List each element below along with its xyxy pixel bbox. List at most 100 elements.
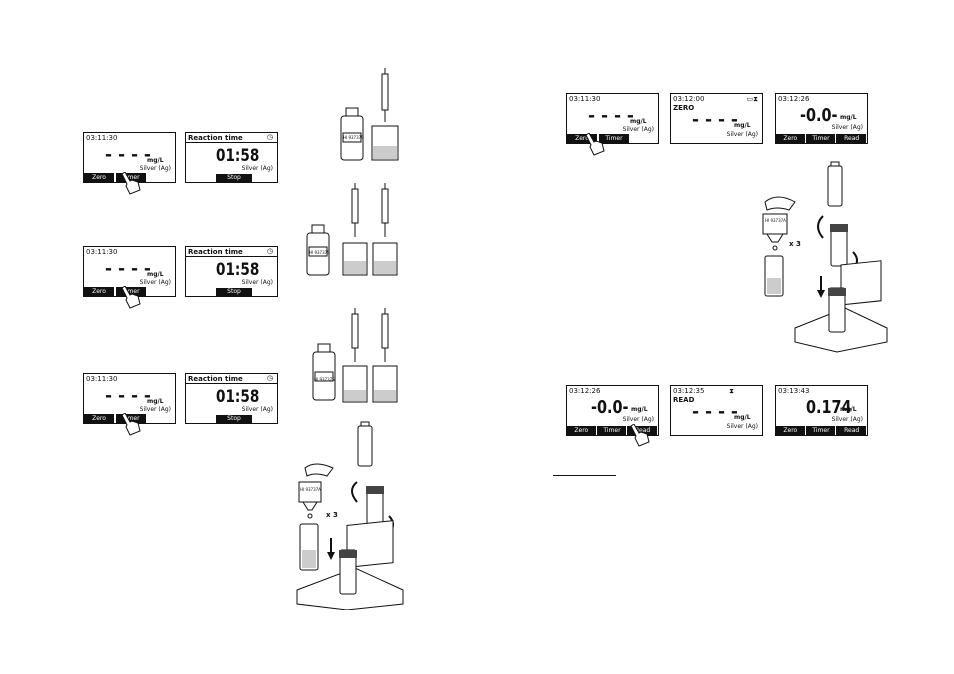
zero-softkey[interactable]: Zero [567,134,598,143]
timer-softkey[interactable]: Timer [116,173,147,182]
meter-screen-ready: 03:11:30 - - - - mg/L Silver (Ag) Zero T… [83,132,176,183]
stop-softkey[interactable]: Stop [216,288,252,296]
timer-softkey[interactable]: Timer [116,414,147,423]
hourglass-icon: ⧗ [729,387,734,395]
bottle-label: HI 93737S [343,135,364,140]
reagent-bottle-two-syringes-illustration [306,183,398,276]
unit-label: mg/L [840,114,857,121]
add-reagent-and-insert-cuvette-illustration [762,161,888,353]
timer-icon: ◷ [266,374,273,382]
zero-softkey[interactable]: Zero [776,426,806,435]
softkey-bar: Zero Timer [84,414,175,423]
times-three-label: x 3 [326,511,338,519]
softkey-bar: Zero Timer Read [776,426,867,435]
section-divider-line [553,475,616,476]
result-value: 0.174 [806,397,852,418]
timer-softkey[interactable]: Timer [116,287,147,296]
meter-screen-zeroed: 03:12:26 -0.0- mg/L Silver (Ag) Zero Tim… [566,385,659,436]
softkey-bar: Zero Timer Read [776,134,867,143]
unit-label: mg/L [147,398,164,405]
unit-label: mg/L [630,118,647,125]
unit-label: mg/L [734,122,751,129]
unit-label: mg/L [631,406,648,413]
title-divider [186,256,277,257]
reaction-time-screen: Reaction time ◷ 01:58 Silver (Ag) Stop [185,132,278,183]
reading-dashes: - - - - [105,259,151,279]
timer-icon: ◷ [266,247,273,255]
bottle-label: HI 93737S [309,250,330,255]
pointing-hand-icon [121,286,141,309]
screen-title: Reaction time [188,134,243,142]
analyte-label: Silver (Ag) [139,279,171,286]
stop-softkey[interactable]: Stop [216,415,252,423]
reagent-bottle-syringe-beaker-illustration [340,68,399,161]
softkey-bar: Zero Timer Read [567,426,658,435]
reagent-bottle-two-syringes-illustration [312,308,398,403]
zero-softkey[interactable]: Zero [84,287,115,296]
status-label: ZERO [673,104,695,112]
read-softkey[interactable]: Read [628,426,658,435]
countdown-value: 01:58 [216,387,260,407]
status-label: READ [673,396,695,404]
meter-screen-result: 03:13:43 0.174 mg/L Silver (Ag) Zero Tim… [775,385,868,436]
zero-softkey[interactable]: Zero [84,414,115,423]
read-softkey[interactable]: Read [837,134,867,143]
zero-softkey[interactable]: Zero [567,426,597,435]
pointing-hand-icon [585,133,605,156]
timer-softkey[interactable]: Timer [807,134,837,143]
clock: 03:11:30 [86,375,118,383]
clock: 03:11:30 [569,95,601,103]
reading-dashes: - - - - [588,106,634,126]
analyte-label: Silver (Ag) [241,406,273,413]
zero-softkey[interactable]: Zero [776,134,806,143]
reading-dashes: - - - - [105,386,151,406]
reading-dashes: - - - - [692,110,738,130]
reaction-time-screen: Reaction time ◷ 01:58 Silver (Ag) Stop [185,246,278,297]
countdown-value: 01:58 [216,260,260,280]
unit-label: mg/L [840,406,857,413]
cuvette-label: HI 93737A [765,218,786,223]
reading-dashes: - - - - [692,402,738,422]
analyte-label: Silver (Ag) [241,165,273,172]
timer-softkey[interactable]: Timer [807,426,837,435]
unit-label: mg/L [147,157,164,164]
screen-title: Reaction time [188,375,243,383]
analyte-label: Silver (Ag) [726,423,758,430]
analyte-label: Silver (Ag) [139,406,171,413]
reaction-time-screen: Reaction time ◷ 01:58 Silver (Ag) Stop [185,373,278,424]
screen-title: Reaction time [188,248,243,256]
meter-screen-zeroing: 03:12:00 ▭⧗ ZERO - - - - mg/L Silver (Ag… [670,93,763,144]
clock: 03:11:30 [86,134,118,142]
analyte-label: Silver (Ag) [726,131,758,138]
analyte-label: Silver (Ag) [831,416,863,423]
softkey-bar: Zero Timer [84,173,175,182]
pointing-hand-icon [121,413,141,436]
zero-softkey[interactable]: Zero [84,173,115,182]
meter-screen-reading: 03:12:35 ⧗ READ - - - - mg/L Silver (Ag) [670,385,763,436]
zero-value: -0.0- [591,397,629,418]
softkey-bar: Zero Timer [567,134,658,143]
zero-value: -0.0- [800,105,838,126]
bottle-label: HI 93737S [314,377,335,382]
unit-label: mg/L [734,414,751,421]
title-divider [186,383,277,384]
reading-dashes: - - - - [105,145,151,165]
clock: 03:12:35 [673,387,705,395]
analyte-label: Silver (Ag) [139,165,171,172]
read-softkey[interactable]: Read [837,426,867,435]
stop-softkey[interactable]: Stop [216,174,252,182]
clock: 03:11:30 [86,248,118,256]
analyte-label: Silver (Ag) [831,124,863,131]
meter-screen-ready: 03:11:30 - - - - mg/L Silver (Ag) Zero T… [83,373,176,424]
meter-screen-ready: 03:11:30 - - - - mg/L Silver (Ag) Zero T… [566,93,659,144]
clock: 03:13:43 [778,387,810,395]
meter-screen-zeroed: 03:12:26 -0.0- mg/L Silver (Ag) Zero Tim… [775,93,868,144]
title-divider [186,142,277,143]
pointing-hand-icon [121,172,141,195]
timer-softkey[interactable]: Timer [599,134,630,143]
timer-softkey[interactable]: Timer [598,426,628,435]
add-reagent-and-insert-cuvette-illustration [296,421,404,610]
analyte-label: Silver (Ag) [622,126,654,133]
clock: 03:12:26 [569,387,601,395]
countdown-value: 01:58 [216,146,260,166]
